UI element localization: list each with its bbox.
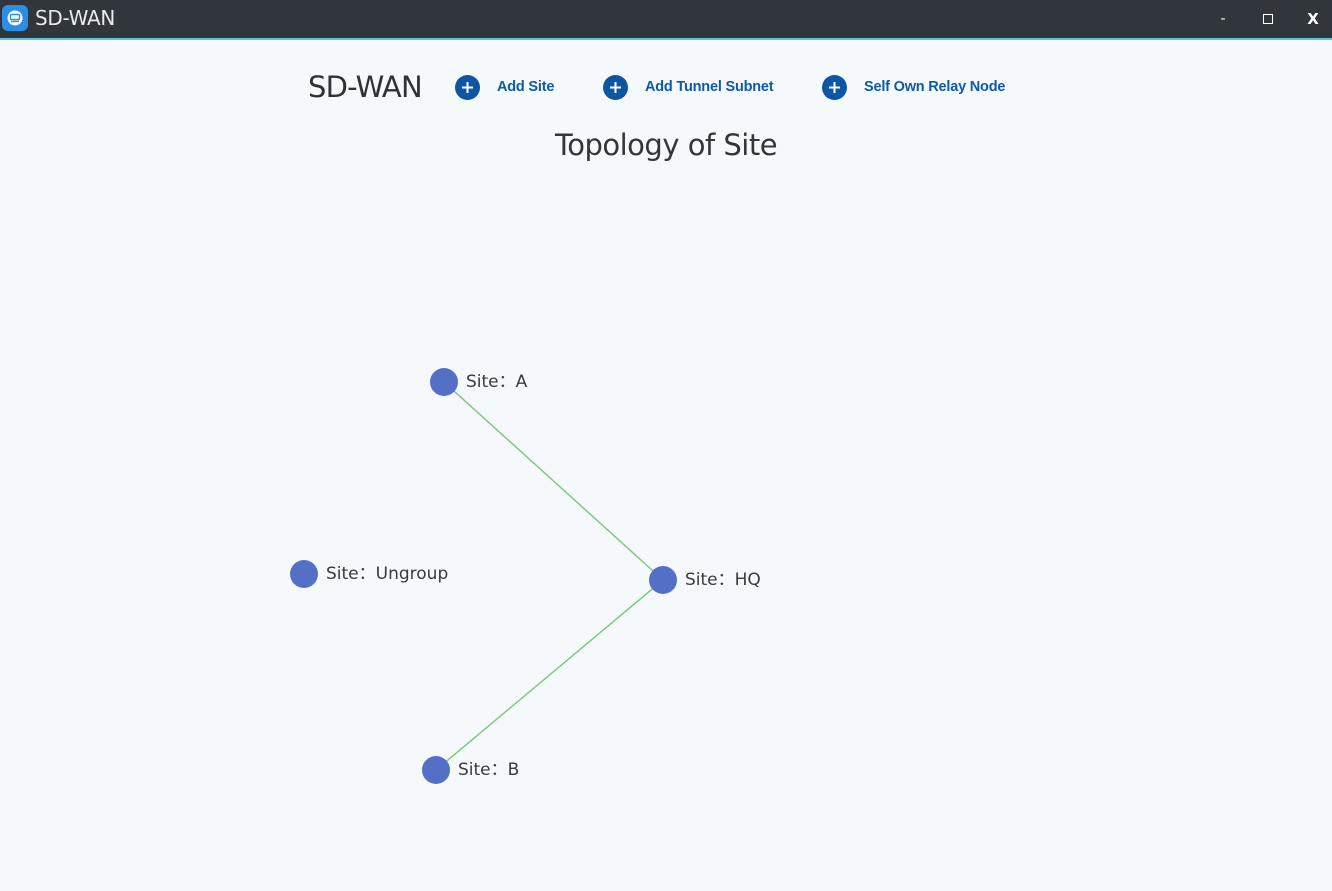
self-own-relay-node-button[interactable]: Self Own Relay Node <box>822 74 1005 100</box>
add-site-label: Add Site <box>497 79 555 95</box>
minimize-icon: - <box>1220 11 1226 27</box>
plus-circle-icon <box>603 74 628 100</box>
site-node-circle[interactable] <box>649 566 677 594</box>
site-node-circle[interactable] <box>290 560 318 588</box>
close-button[interactable]: X <box>1293 0 1332 38</box>
self-own-relay-node-label: Self Own Relay Node <box>864 79 1006 95</box>
window-titlebar: SD-WAN - X <box>0 0 1332 40</box>
topology-node-a[interactable]: Site：A <box>430 368 528 396</box>
topology-link-a-hq[interactable] <box>451 388 656 574</box>
plus-circle-icon <box>822 74 847 100</box>
topology-link-b-hq[interactable] <box>443 586 656 764</box>
topology-node-hq[interactable]: Site：HQ <box>649 566 761 594</box>
plus-circle-icon <box>455 74 480 100</box>
window-title: SD-WAN <box>35 6 116 30</box>
close-icon: X <box>1307 10 1319 28</box>
site-node-label: Site：HQ <box>685 570 761 590</box>
site-node-label: Site：B <box>458 760 519 780</box>
maximize-icon <box>1263 14 1273 24</box>
topology-node-b[interactable]: Site：B <box>422 756 519 784</box>
site-node-circle[interactable] <box>422 756 450 784</box>
add-tunnel-subnet-button[interactable]: Add Tunnel Subnet <box>603 74 774 100</box>
topology-node-ungroup[interactable]: Site：Ungroup <box>290 560 448 588</box>
add-tunnel-subnet-label: Add Tunnel Subnet <box>645 79 774 95</box>
app-logo-icon <box>2 5 28 31</box>
site-node-label: Site：Ungroup <box>326 564 448 584</box>
site-node-label: Site：A <box>466 372 528 392</box>
topology-title: Topology of Site <box>554 128 778 162</box>
maximize-button[interactable] <box>1248 0 1288 38</box>
minimize-button[interactable]: - <box>1203 0 1243 38</box>
app-header-title: SD-WAN <box>308 70 423 104</box>
add-site-button[interactable]: Add Site <box>455 74 554 100</box>
site-node-circle[interactable] <box>430 368 458 396</box>
